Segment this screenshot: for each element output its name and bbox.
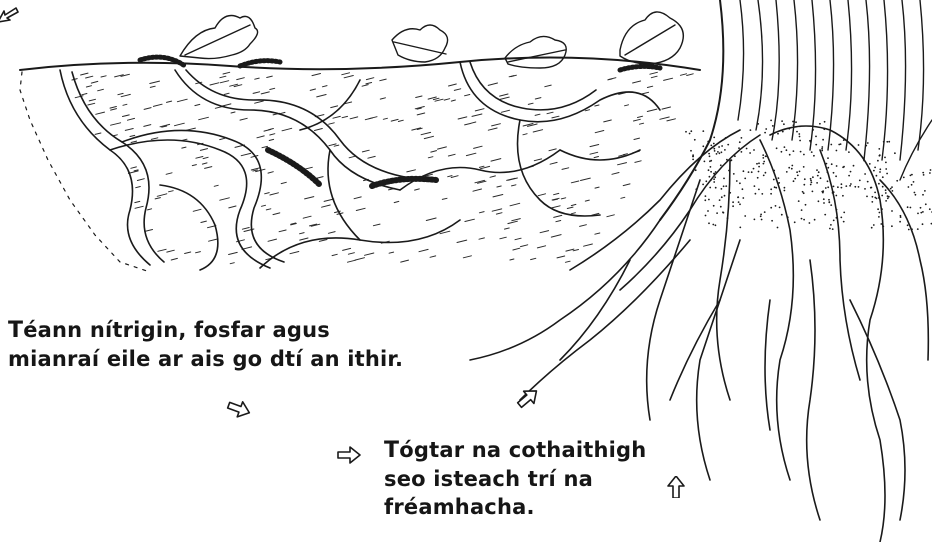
oak-leaf-icon — [180, 16, 258, 59]
earthworm-icon — [240, 61, 280, 66]
caption-uptake-line-3: fréamhacha. — [384, 493, 646, 521]
earthworm-icon — [140, 57, 185, 66]
caption-uptake-line-1-text: ógtar na cothaithigh — [399, 438, 646, 462]
oak-leaf-icon — [392, 25, 448, 62]
nutrient-return-caption: Téann nítrigin, fosfar agus mianraí eile… — [8, 316, 403, 373]
arrow-outline-icon — [515, 387, 541, 409]
arrow-outline-icon — [226, 398, 252, 420]
arrow-outline-icon — [663, 476, 689, 498]
arrow-outline-icon — [0, 4, 20, 26]
caption-return-line-1: Téann nítrigin, fosfar agus — [8, 316, 403, 345]
soil-channels — [60, 62, 660, 270]
oak-leaf-icon — [620, 12, 683, 64]
caption-return-lead-letter: T — [8, 318, 23, 343]
caption-return-line-1-text: éann nítrigin, fosfar agus — [23, 318, 330, 342]
root-texture — [685, 120, 932, 231]
caption-uptake-lead-letter: T — [384, 438, 399, 463]
caption-return-line-2: mianraí eile ar ais go dtí an ithir. — [8, 345, 403, 373]
nutrient-uptake-caption: Tógtar na cothaithigh seo isteach trí na… — [384, 436, 646, 521]
arrow-outline-icon — [336, 444, 362, 466]
earthworm-icon — [620, 66, 660, 70]
caption-uptake-line-1: Tógtar na cothaithigh — [384, 436, 646, 465]
caption-uptake-line-2: seo isteach trí na — [384, 465, 646, 493]
earthworm-icon — [372, 179, 436, 186]
oak-leaf-icon — [505, 36, 566, 68]
